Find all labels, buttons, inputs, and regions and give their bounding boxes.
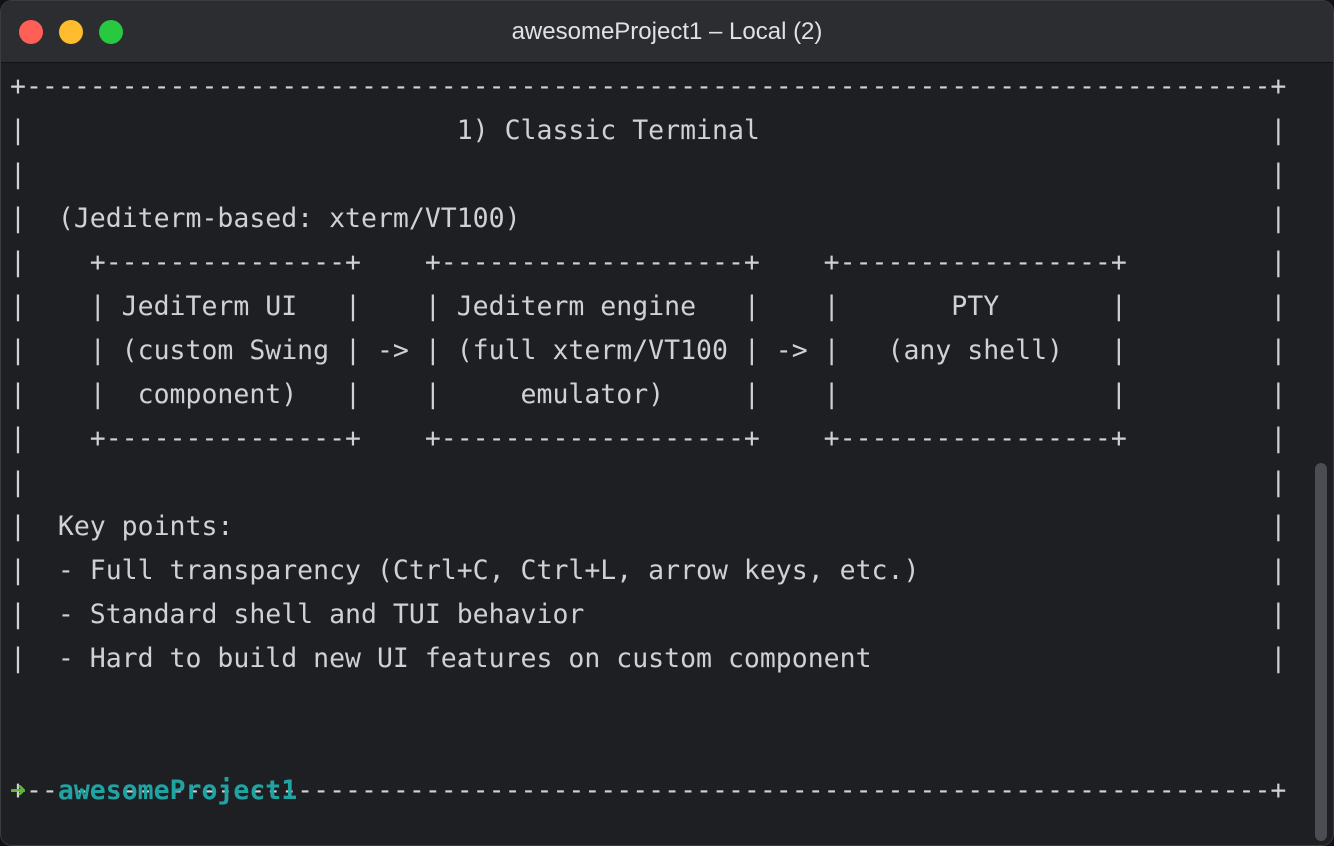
- terminal-lines: +---------------------------------------…: [10, 65, 1286, 813]
- terminal-line: | Key points: |: [10, 511, 1287, 542]
- terminal-line: | - Standard shell and TUI behavior |: [10, 599, 1287, 630]
- terminal-line: [10, 681, 1286, 725]
- scrollbar-thumb[interactable]: [1315, 463, 1327, 841]
- prompt-arrow-icon: ➜: [10, 775, 26, 806]
- close-window-button[interactable]: [19, 20, 43, 44]
- terminal-line: | | (custom Swing | -> | (full xterm/VT1…: [10, 335, 1287, 366]
- shell-prompt: ➜ awesomeProject1: [10, 769, 297, 813]
- minimize-window-button[interactable]: [59, 20, 83, 44]
- terminal-line: | |: [10, 159, 1287, 190]
- terminal-line: | 1) Classic Terminal |: [10, 115, 1287, 146]
- terminal-line: +---------------------------------------…: [10, 775, 1287, 806]
- terminal-line: | (Jediterm-based: xterm/VT100) |: [10, 203, 1287, 234]
- title-bar[interactable]: awesomeProject1 – Local (2): [1, 1, 1333, 63]
- terminal-line: | - Full transparency (Ctrl+C, Ctrl+L, a…: [10, 555, 1287, 586]
- terminal-line: | +---------------+ +-------------------…: [10, 247, 1287, 278]
- terminal-output[interactable]: +---------------------------------------…: [1, 63, 1333, 845]
- terminal-line: [10, 725, 1286, 769]
- window-title: awesomeProject1 – Local (2): [511, 18, 823, 45]
- prompt-directory: awesomeProject1: [57, 775, 298, 806]
- scrollbar-track[interactable]: [1315, 67, 1329, 841]
- terminal-line: | +---------------+ +-------------------…: [10, 423, 1287, 454]
- terminal-line: | | JediTerm UI | | Jediterm engine | | …: [10, 291, 1287, 322]
- zoom-window-button[interactable]: [99, 20, 123, 44]
- terminal-line: | |: [10, 467, 1287, 498]
- terminal-line: | | component) | | emulator) | | | |: [10, 379, 1287, 410]
- terminal-line: | - Hard to build new UI features on cus…: [10, 643, 1287, 674]
- terminal-line: +---------------------------------------…: [10, 71, 1287, 102]
